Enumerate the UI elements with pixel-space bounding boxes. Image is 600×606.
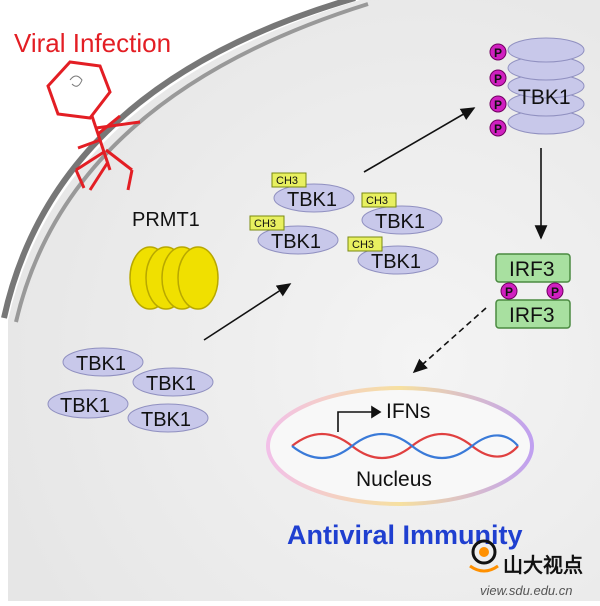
- antiviral-immunity-label: Antiviral Immunity: [287, 520, 523, 550]
- tbk1-protein: TBK1: [127, 403, 209, 433]
- svg-text:P: P: [494, 46, 502, 60]
- watermark-logo-icon: [469, 539, 499, 573]
- dna-helix: [291, 433, 519, 459]
- transcription-arrow: [337, 405, 382, 432]
- svg-text:P: P: [505, 285, 513, 299]
- phosphate-group: P: [489, 69, 507, 87]
- irf3-dimer: IRF3 IRF3 P P: [495, 253, 571, 329]
- nucleus: IFNs Nucleus: [266, 386, 534, 506]
- tbk1-label: TBK1: [371, 251, 421, 273]
- arrow-methylation: [203, 283, 292, 341]
- tbk1-methylated: TBK1 CH3: [361, 192, 443, 235]
- tbk1-methylated: TBK1 CH3: [249, 215, 339, 255]
- svg-text:P: P: [494, 122, 502, 136]
- cell-membrane-outer: [1, 0, 356, 319]
- tbk1-label: TBK1: [146, 373, 196, 395]
- svg-text:P: P: [494, 98, 502, 112]
- watermark: 山大视点 view.sdu.edu.cn: [469, 539, 583, 598]
- tbk1-protein: TBK1: [62, 347, 144, 377]
- tbk1-protein: TBK1: [132, 367, 214, 397]
- cell-membrane-inner: [14, 2, 369, 323]
- tbk1-label: TBK1: [271, 231, 321, 253]
- prmt1-enzyme: [129, 246, 219, 310]
- watermark-url: view.sdu.edu.cn: [480, 583, 573, 598]
- virus-icon: [46, 60, 141, 191]
- tbk1-unmodified-cluster: TBK1 TBK1 TBK1 TBK1: [47, 347, 214, 433]
- nucleus-label: Nucleus: [356, 468, 432, 491]
- ch3-tag: CH3: [352, 239, 374, 251]
- tbk1-methylated: TBK1 CH3: [271, 172, 355, 213]
- phosphate-group: P: [500, 282, 518, 300]
- arrow-activation: [363, 107, 476, 173]
- tbk1-label: TBK1: [287, 189, 337, 211]
- tbk1-methylated-cluster: TBK1 CH3 TBK1 CH3 TBK1 CH3 TBK1 CH3: [249, 172, 443, 275]
- svg-text:P: P: [494, 72, 502, 86]
- ch3-tag: CH3: [254, 218, 276, 230]
- phosphate-group: P: [489, 95, 507, 113]
- phosphate-group: P: [489, 43, 507, 61]
- prmt1-label: PRMT1: [132, 209, 200, 231]
- phosphate-group: P: [546, 282, 564, 300]
- tbk1-methylated: TBK1 CH3: [347, 236, 439, 275]
- tbk1-phosphorylated-stack: TBK1 P P P P: [489, 37, 585, 137]
- tbk1-label: TBK1: [518, 86, 571, 109]
- phosphate-group: P: [489, 119, 507, 137]
- irf3-label: IRF3: [509, 258, 555, 281]
- ifns-label: IFNs: [386, 400, 430, 423]
- tbk1-label: TBK1: [76, 353, 126, 375]
- tbk1-label: TBK1: [141, 409, 191, 431]
- tbk1-label: TBK1: [60, 395, 110, 417]
- svg-text:P: P: [551, 285, 559, 299]
- watermark-text: 山大视点: [503, 554, 583, 577]
- tbk1-label: TBK1: [375, 211, 425, 233]
- irf3-label: IRF3: [509, 304, 555, 327]
- ch3-tag: CH3: [366, 195, 388, 207]
- title: Viral Infection: [14, 28, 171, 58]
- ch3-tag: CH3: [276, 175, 298, 187]
- tbk1-protein: TBK1: [47, 389, 129, 419]
- arrow-nuclear-translocation: [412, 307, 487, 374]
